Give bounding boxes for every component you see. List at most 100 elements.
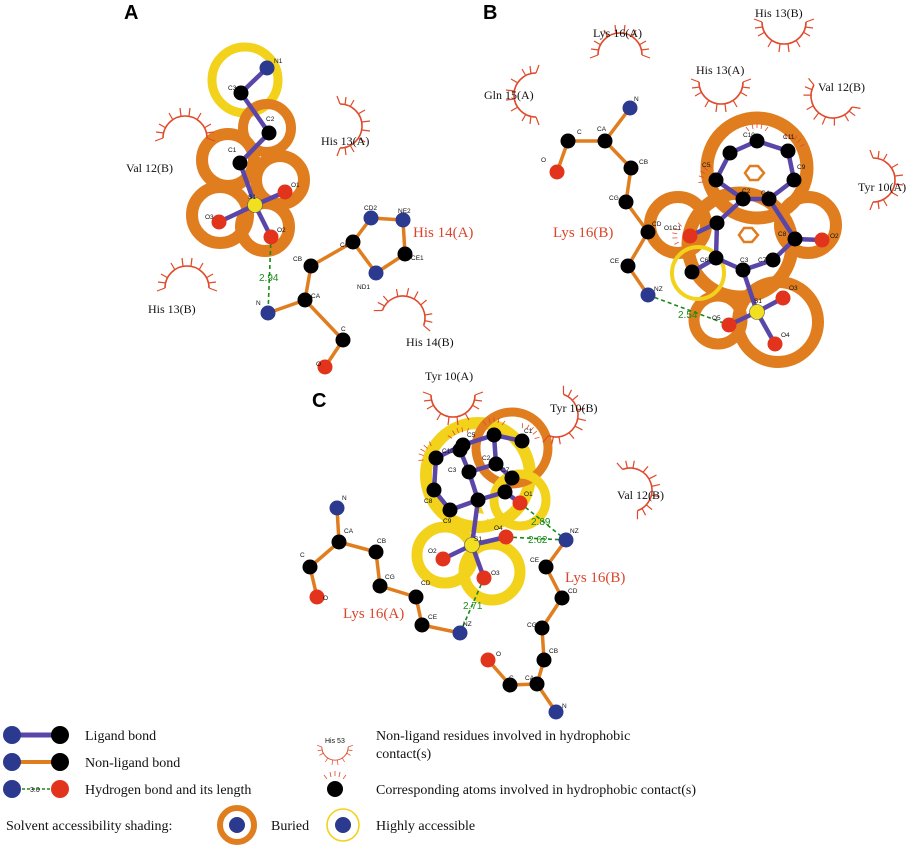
svg-text:CA: CA bbox=[525, 675, 535, 682]
svg-text:O: O bbox=[496, 651, 501, 658]
svg-text:O4: O4 bbox=[494, 525, 503, 532]
svg-text:CB: CB bbox=[293, 256, 302, 263]
svg-text:C2: C2 bbox=[742, 188, 751, 195]
svg-text:C3: C3 bbox=[448, 467, 457, 474]
svg-text:C4: C4 bbox=[761, 190, 770, 197]
svg-text:NZ: NZ bbox=[463, 621, 472, 628]
svg-text:CB: CB bbox=[549, 648, 558, 655]
panel-c-hbond-1-length: 2.89 bbox=[531, 517, 551, 528]
svg-text:N1: N1 bbox=[274, 58, 283, 65]
svg-text:O5: O5 bbox=[712, 315, 721, 322]
legend-hydrophobic-residue: His 53 Non-ligand residues involved in h… bbox=[316, 729, 630, 766]
panel-c-hbond-2-length: 2.62 bbox=[528, 535, 548, 546]
panel-b-residue-tyr10a: Tyr 10(A) bbox=[858, 149, 906, 211]
svg-text:O: O bbox=[323, 595, 328, 602]
panel-b-ring-center-2 bbox=[737, 226, 760, 244]
svg-text:CE1: CE1 bbox=[411, 255, 424, 262]
legend-ligand-bond: Ligand bond bbox=[3, 726, 156, 744]
svg-text:O2: O2 bbox=[277, 227, 286, 234]
svg-text:C9: C9 bbox=[797, 164, 806, 171]
svg-text:O4: O4 bbox=[781, 332, 790, 339]
panel-label-c: C bbox=[312, 390, 326, 412]
svg-text:N: N bbox=[634, 96, 639, 103]
svg-text:Corresponding atoms involved i: Corresponding atoms involved in hydropho… bbox=[376, 783, 696, 798]
svg-text:Highly accessible: Highly accessible bbox=[376, 819, 475, 834]
svg-text:C: C bbox=[341, 326, 346, 333]
svg-text:C7: C7 bbox=[758, 257, 767, 264]
svg-text:C8: C8 bbox=[424, 498, 433, 505]
svg-text:NE2: NE2 bbox=[398, 208, 411, 215]
svg-text:C: C bbox=[577, 129, 582, 136]
panel-c-atom-labels: C10 C5 C1 C3 C2 C7 C8 C9 O1 O4 O2 S1 O3 … bbox=[424, 428, 579, 710]
panel-b-residue-val12b: Val 12(B) bbox=[791, 77, 865, 138]
svg-text:C10: C10 bbox=[442, 448, 454, 455]
panel-c-residue-lys16b: Lys 16(B) bbox=[565, 570, 625, 586]
svg-text:CD: CD bbox=[421, 580, 431, 587]
panel-b-atom-labels: N CA C O CB CG CD CE NZ C10 C11 C5 C9 C2… bbox=[541, 96, 839, 339]
legend: Ligand bond Non-ligand bond 3.0 Hydrogen… bbox=[3, 726, 696, 845]
svg-text:CA: CA bbox=[311, 293, 321, 300]
svg-text:CD: CD bbox=[652, 221, 662, 228]
svg-text:CE: CE bbox=[610, 258, 620, 265]
svg-text:contact(s): contact(s) bbox=[376, 747, 432, 762]
panel-a-hbond-length: 2.94 bbox=[259, 273, 279, 284]
svg-text:C5: C5 bbox=[467, 432, 476, 439]
svg-text:His 13(A): His 13(A) bbox=[696, 63, 744, 77]
svg-text:CG: CG bbox=[385, 574, 395, 581]
svg-text:Solvent accessibility shading:: Solvent accessibility shading: bbox=[6, 819, 172, 834]
svg-text:C2: C2 bbox=[266, 116, 275, 123]
svg-text:Tyr 10(B): Tyr 10(B) bbox=[550, 401, 597, 415]
svg-text:CA: CA bbox=[344, 528, 354, 535]
svg-text:C6: C6 bbox=[700, 257, 709, 264]
svg-text:O: O bbox=[541, 157, 546, 164]
panel-c-lys16a-atom-labels: N CA CB C O CG CD CE NZ bbox=[300, 495, 472, 628]
svg-text:N: N bbox=[256, 300, 261, 307]
panel-b-ring-center-1 bbox=[743, 164, 766, 182]
svg-text:Val 12(B): Val 12(B) bbox=[617, 488, 664, 502]
panel-c-atoms bbox=[302, 427, 574, 720]
svg-text:C1: C1 bbox=[524, 428, 533, 435]
panel-a-residue-his13a: His 13(A) bbox=[321, 95, 371, 157]
svg-text:C: C bbox=[509, 675, 514, 682]
svg-text:O3: O3 bbox=[205, 214, 214, 221]
svg-text:C7: C7 bbox=[501, 467, 510, 474]
panel-label-b: B bbox=[483, 2, 497, 24]
svg-text:Ligand bond: Ligand bond bbox=[85, 729, 156, 744]
svg-text:O2: O2 bbox=[428, 548, 437, 555]
svg-text:C3: C3 bbox=[740, 257, 749, 264]
svg-text:C11: C11 bbox=[783, 134, 795, 141]
svg-text:C: C bbox=[300, 552, 305, 559]
panel-c-residue-val12b: Val 12(B) bbox=[616, 450, 670, 521]
atom-n1 bbox=[259, 60, 275, 76]
panel-b-hbond bbox=[647, 294, 730, 326]
panel-b-residue-lys16b: Lys 16(B) bbox=[553, 225, 613, 241]
svg-text:3.0: 3.0 bbox=[30, 787, 40, 794]
svg-text:His 13(A): His 13(A) bbox=[321, 134, 369, 148]
svg-text:Non-ligand residues involved i: Non-ligand residues involved in hydropho… bbox=[376, 729, 630, 744]
panel-b-residue-his13a: His 13(A) bbox=[690, 63, 752, 113]
panel-c-residue-tyr10a: Tyr 10(A) bbox=[422, 369, 484, 426]
legend-contact-atom: Corresponding atoms involved in hydropho… bbox=[323, 770, 696, 798]
svg-text:S1: S1 bbox=[474, 536, 482, 543]
panel-c-hbonds bbox=[459, 502, 567, 634]
svg-text:N: N bbox=[562, 703, 567, 710]
panel-a-atom-labels: N1 C3 C2 C1 S1 O1 O2 O3 CB CG CD2 NE2 CE… bbox=[205, 58, 424, 368]
svg-text:CG: CG bbox=[609, 195, 619, 202]
panel-b: 2.54 N CA C O bbox=[484, 6, 906, 368]
panel-a-accessibility-shading bbox=[186, 42, 310, 257]
svg-text:C1: C1 bbox=[228, 147, 237, 154]
svg-text:Tyr 10(A): Tyr 10(A) bbox=[858, 180, 906, 194]
panel-a: 2.94 N1 C3 C2 C1 S1 O1 O2 O3 CB CG CD2 N… bbox=[126, 42, 473, 375]
svg-text:NZ: NZ bbox=[570, 528, 579, 535]
svg-text:Non-ligand bond: Non-ligand bond bbox=[85, 756, 180, 771]
svg-text:His 13(B): His 13(B) bbox=[755, 6, 803, 20]
svg-text:Hydrogen bond and its length: Hydrogen bond and its length bbox=[85, 783, 251, 798]
svg-text:CG: CG bbox=[527, 622, 537, 629]
svg-text:O3: O3 bbox=[789, 285, 798, 292]
svg-text:O1C1: O1C1 bbox=[664, 225, 681, 232]
svg-text:Val 12(B): Val 12(B) bbox=[126, 161, 173, 175]
legend-solvent-accessibility: Solvent accessibility shading: Buried Hi… bbox=[6, 805, 475, 845]
legend-hbond: 3.0 Hydrogen bond and its length bbox=[3, 780, 251, 798]
panel-c: 2.89 2.62 2.71 bbox=[300, 369, 670, 720]
svg-text:C8: C8 bbox=[778, 231, 787, 238]
